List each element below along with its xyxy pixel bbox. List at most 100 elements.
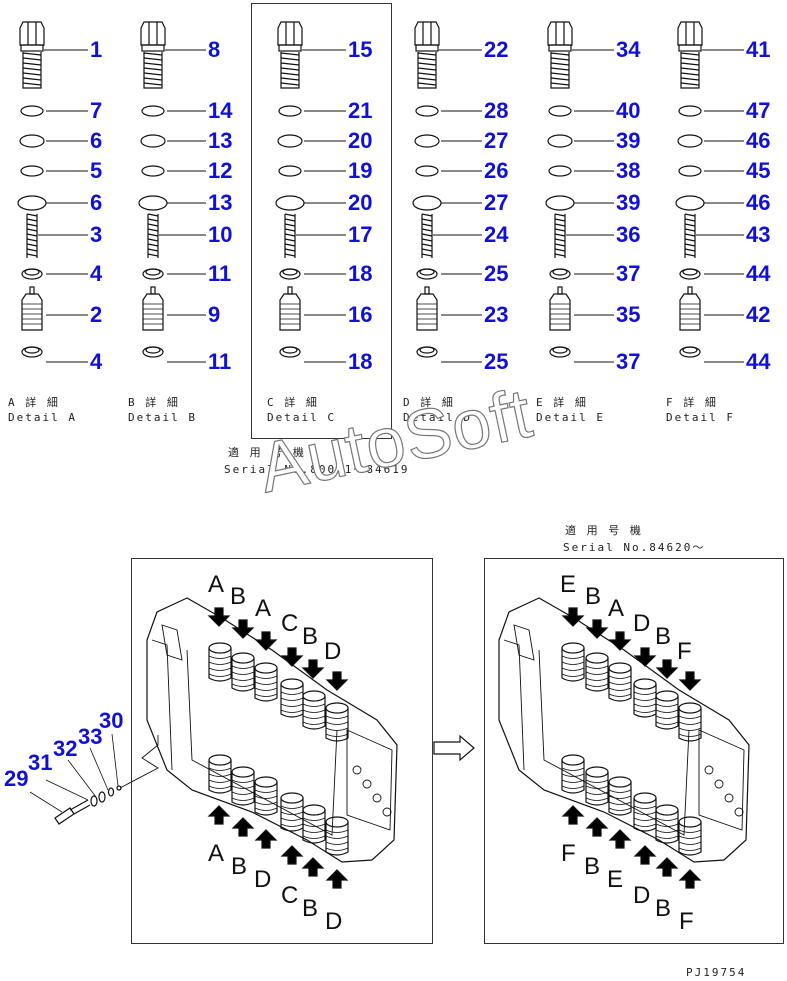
- seat-ring: [419, 346, 435, 354]
- part-number: 37: [616, 349, 641, 374]
- valve-plug: [231, 683, 255, 687]
- valve-plug: [655, 823, 679, 827]
- arrow-up-icon: [231, 817, 255, 837]
- detail-label-jp: B 詳 細: [128, 396, 180, 409]
- seat-ring: [282, 268, 298, 276]
- o-ring: [138, 195, 168, 211]
- detail-label-jp: A 詳 細: [8, 396, 60, 409]
- valve-plug: [655, 703, 679, 707]
- valve-body-outline: [146, 597, 398, 863]
- valve-plug: [678, 715, 702, 719]
- o-ring: [548, 165, 572, 177]
- valve-plug: [678, 708, 702, 742]
- o-ring: [548, 105, 572, 117]
- valve-plug: [254, 795, 278, 799]
- arrow-right-icon: [433, 734, 475, 762]
- detail-label-en: Detail D: [403, 411, 472, 424]
- arrow-up-icon: [633, 845, 657, 865]
- poppet-body: [679, 293, 701, 331]
- valve-plug: [585, 658, 609, 692]
- spring-coil: [421, 253, 433, 257]
- valve-plug: [302, 823, 326, 827]
- plug-thread: [417, 52, 437, 56]
- valve-plug: [280, 709, 304, 713]
- valve-plug: [302, 817, 326, 821]
- serial-right-text: Serial No.84620～: [563, 541, 706, 554]
- spring-coil: [26, 253, 38, 257]
- valve-plug: [280, 691, 304, 695]
- seat-ring: [682, 346, 698, 354]
- valve-plug: [678, 727, 702, 731]
- plug-thread: [680, 72, 700, 76]
- valve-letter: B: [655, 623, 672, 650]
- valve-plug: [655, 721, 679, 725]
- valve-plug: [325, 733, 349, 737]
- valve-plug: [585, 671, 609, 675]
- valve-plug: [655, 835, 679, 839]
- part-number: 37: [616, 261, 641, 286]
- valve-plug: [254, 668, 278, 702]
- leader-line: [119, 735, 159, 789]
- part-number: 7: [90, 98, 103, 123]
- seat-ring: [416, 268, 438, 280]
- valve-plug: [585, 797, 609, 801]
- valve-body-flange: [698, 729, 745, 831]
- valve-body-flange: [346, 729, 393, 831]
- detail-label-en: Detail A: [8, 411, 77, 424]
- spring-coil: [554, 253, 566, 257]
- serial-left-text: Serial No.80001～84619: [224, 463, 410, 476]
- valve-body-outline: [498, 597, 750, 863]
- part-number: 6: [90, 128, 103, 153]
- valve-plug: [280, 703, 304, 707]
- valve-plug: [561, 655, 585, 659]
- part-number: 12: [208, 158, 233, 183]
- part-number: 2: [90, 302, 103, 327]
- spring-coil: [684, 213, 696, 217]
- valve-plug: [633, 691, 657, 695]
- detail-label-en: Detail F: [666, 411, 735, 424]
- arrow-down-icon: [585, 619, 609, 639]
- spring-coil: [421, 223, 433, 227]
- plug-body: [680, 52, 700, 89]
- valve-plug: [633, 817, 657, 821]
- spring-coil: [684, 243, 696, 247]
- part-number: 8: [208, 37, 221, 62]
- spring-coil: [554, 238, 566, 242]
- spring-coil: [284, 243, 296, 247]
- plug-thread: [280, 57, 300, 61]
- arrow-up-icon: [678, 869, 702, 889]
- detail-c-frame: [251, 3, 392, 439]
- valve-plug: [231, 791, 255, 795]
- plug-head: [547, 21, 573, 46]
- part-number: 45: [746, 158, 771, 183]
- plug-thread: [417, 57, 437, 61]
- valve-plug: [655, 696, 679, 730]
- valve-plug: [231, 658, 255, 692]
- plug-head: [677, 21, 703, 46]
- plug-30: [116, 785, 122, 791]
- plug-collar: [20, 44, 44, 52]
- valve-plug: [280, 817, 304, 821]
- plug-body: [280, 52, 300, 89]
- plug-29: [73, 804, 91, 815]
- part-number: 31: [28, 750, 53, 775]
- valve-plug: [655, 715, 679, 719]
- plug-thread: [22, 57, 42, 61]
- spring-coil: [26, 218, 38, 222]
- o-ring: [545, 195, 575, 211]
- o-ring: [677, 134, 703, 148]
- o-ring: [414, 134, 440, 148]
- part-number: 18: [348, 261, 373, 286]
- part-number: 36: [616, 222, 641, 247]
- valve-plug: [325, 847, 349, 851]
- valve-plug: [231, 797, 255, 801]
- plug-thread: [417, 67, 437, 71]
- plug-thread: [22, 77, 42, 81]
- valve-plug: [608, 668, 632, 702]
- leader-line: [67, 759, 97, 798]
- plug-thread: [280, 77, 300, 81]
- plug-head: [19, 21, 45, 46]
- valve-letter: C: [281, 882, 299, 909]
- valve-plug: [208, 779, 232, 783]
- poppet-stem: [687, 286, 693, 295]
